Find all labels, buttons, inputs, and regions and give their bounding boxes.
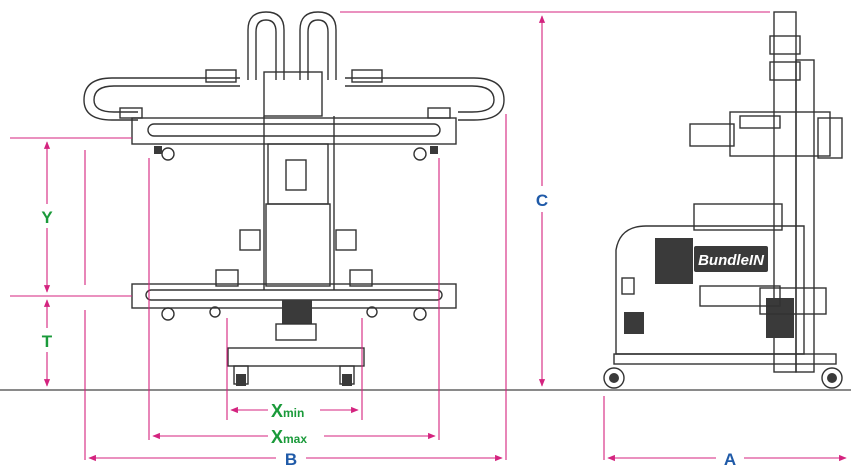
xmin-main: X	[271, 401, 283, 421]
dimension-xmin-label: Xmin	[271, 401, 304, 421]
side-view-machine: BundleIN	[603, 11, 843, 389]
brand-panel	[694, 246, 768, 272]
dimension-lines	[10, 11, 847, 462]
arm-right	[345, 77, 505, 121]
vent-grille	[655, 238, 693, 284]
upper-beam	[131, 117, 457, 145]
top-hook-left	[247, 11, 285, 80]
motor-block	[282, 300, 312, 324]
center-column	[267, 143, 329, 205]
side-cabinet	[615, 225, 805, 355]
dimension-c-label: C	[536, 191, 548, 210]
dimension-t-label: T	[42, 332, 53, 351]
brand-label: BundleIN	[698, 252, 765, 269]
base-frame	[227, 347, 365, 367]
front-view-machine	[83, 11, 505, 386]
dimension-y-label: Y	[41, 208, 53, 227]
top-hook-right	[299, 11, 337, 80]
dimension-a-label: A	[724, 450, 736, 466]
dimension-b-label: B	[285, 450, 297, 466]
side-base	[613, 353, 837, 365]
arm-left	[83, 77, 240, 121]
dimension-xmax-label: Xmax	[271, 427, 307, 447]
xmax-main: X	[271, 427, 283, 447]
xmax-subscript: max	[283, 432, 307, 446]
wheel-right	[821, 367, 843, 389]
wheel-left	[603, 367, 625, 389]
upper-tool-head	[729, 111, 831, 157]
xmin-subscript: min	[283, 406, 304, 420]
